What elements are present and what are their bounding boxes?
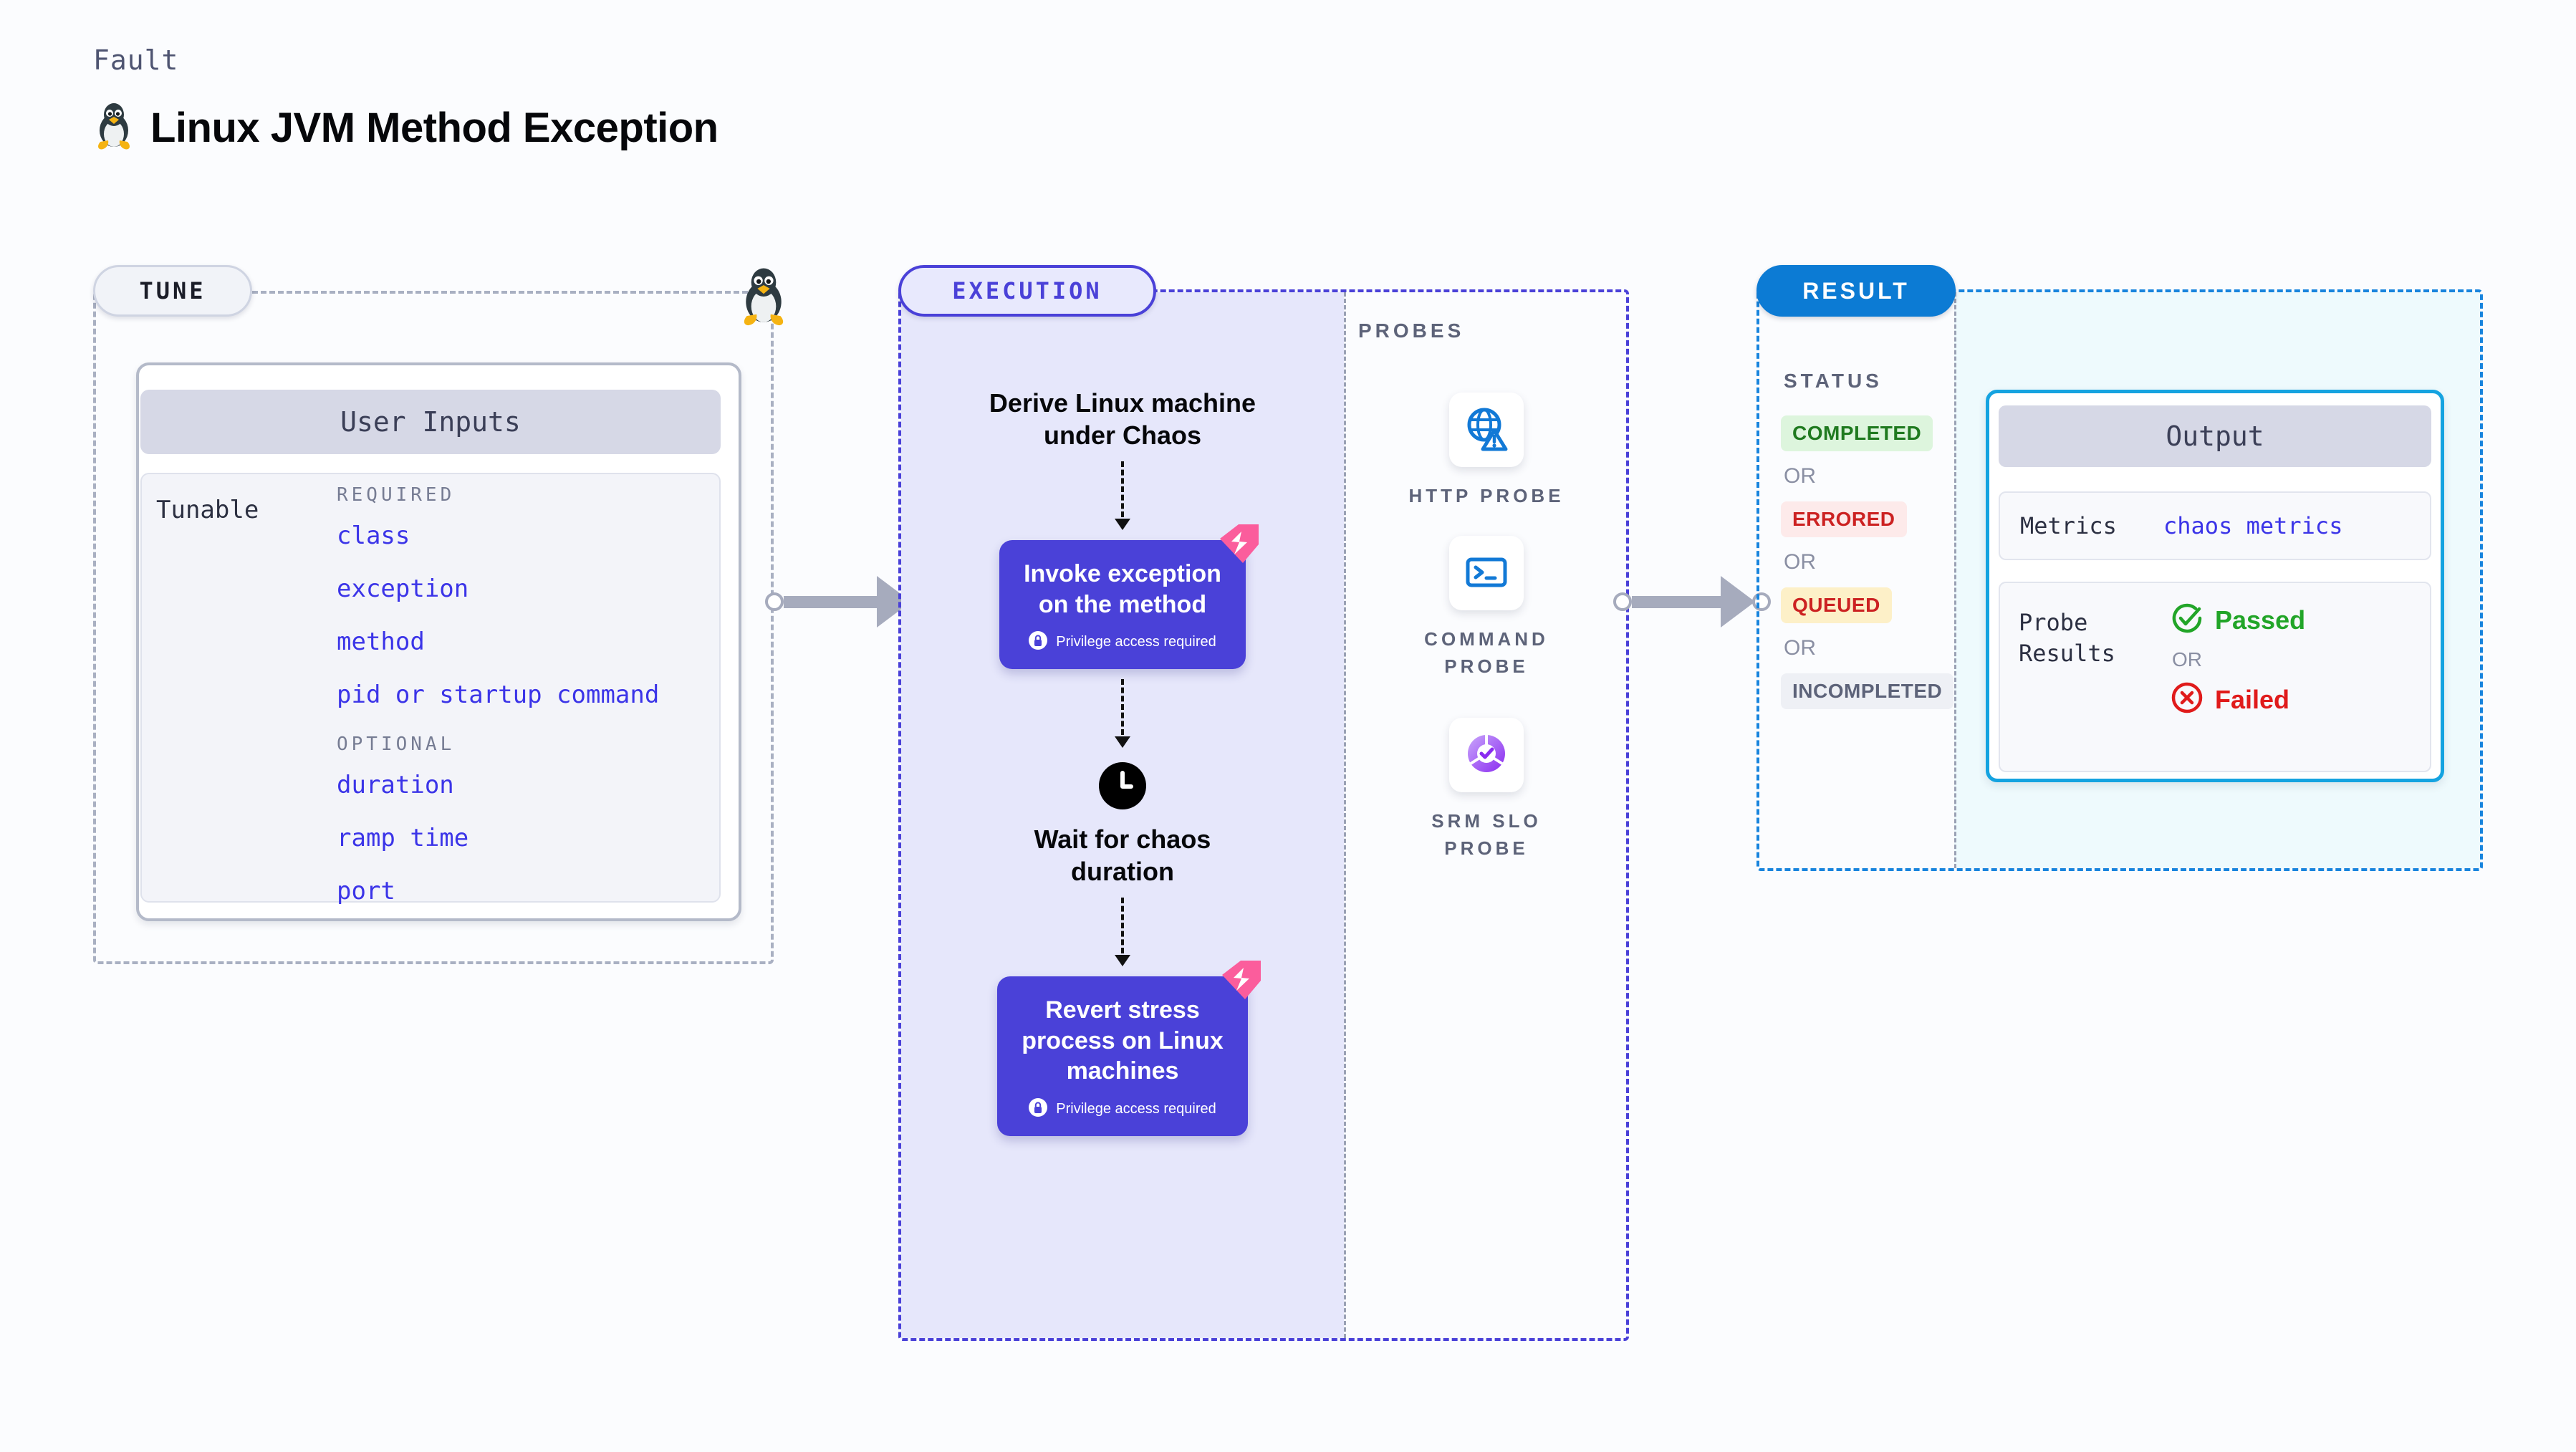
- connector-bar: [784, 595, 877, 608]
- status-label: STATUS: [1784, 370, 1883, 392]
- probe-tile: [1449, 718, 1524, 792]
- connector-bar: [1632, 595, 1721, 608]
- probe-http[interactable]: HTTP PROBE: [1393, 393, 1580, 510]
- page-title: Linux JVM Method Exception: [150, 105, 719, 151]
- probes-label: PROBES: [1358, 319, 1465, 342]
- group-heading-optional: OPTIONAL: [337, 734, 456, 755]
- fault-kicker: Fault: [93, 44, 179, 76]
- execution-flow: Derive Linux machine under Chaos Invoke …: [901, 387, 1344, 1136]
- tunable-item[interactable]: exception: [337, 574, 469, 603]
- flow-step-derive: Derive Linux machine under Chaos: [989, 388, 1256, 450]
- connector-execution-to-result: [1613, 576, 1771, 628]
- or-separator: OR: [1784, 550, 1816, 574]
- flow-arrow: [1115, 461, 1130, 530]
- probe-label: COMMAND PROBE: [1424, 628, 1549, 677]
- tunable-item[interactable]: duration: [337, 771, 454, 799]
- tunable-list: REQUIRED class exception method pid or s…: [337, 484, 709, 930]
- connector-dot: [765, 592, 784, 611]
- execution-node-label: Invoke exception on the method: [1024, 560, 1221, 618]
- probes-divider: [1344, 292, 1346, 1338]
- or-separator: OR: [2172, 648, 2202, 670]
- privilege-text: Privilege access required: [1056, 1100, 1216, 1117]
- execution-panel: [898, 289, 1629, 1341]
- fault-ribbon-icon: [1217, 523, 1261, 564]
- terminal-icon: [1463, 548, 1510, 599]
- tunable-box: [140, 473, 721, 903]
- status-badge-completed: COMPLETED: [1781, 415, 1933, 451]
- tunable-item[interactable]: pid or startup command: [337, 681, 660, 709]
- check-circle-icon: [2171, 602, 2203, 638]
- result-badge[interactable]: RESULT: [1756, 265, 1956, 317]
- fault-ribbon-icon: [1219, 959, 1264, 1001]
- fault-title-row: Linux JVM Method Exception: [93, 102, 719, 154]
- x-circle-icon: [2171, 681, 2203, 718]
- globe-warning-icon: [1463, 405, 1510, 456]
- output-header: Output: [1999, 405, 2431, 467]
- or-separator: OR: [1784, 464, 1816, 488]
- tunable-item[interactable]: method: [337, 628, 425, 656]
- execution-node-invoke[interactable]: Invoke exception on the method Privilege…: [999, 524, 1259, 669]
- privilege-row: Privilege access required: [1024, 631, 1221, 653]
- probe-command[interactable]: COMMAND PROBE: [1393, 536, 1580, 680]
- privilege-row: Privilege access required: [1022, 1097, 1224, 1120]
- or-separator: OR: [1784, 636, 1816, 660]
- status-divider: [1954, 292, 1956, 868]
- tune-linux-tux-icon: [738, 266, 789, 330]
- tune-badge[interactable]: TUNE: [93, 265, 252, 317]
- status-list: COMPLETED OR ERRORED OR QUEUED OR INCOMP…: [1781, 415, 1954, 709]
- tunable-label: Tunable: [156, 496, 259, 524]
- execution-node-revert[interactable]: Revert stress process on Linux machines …: [997, 961, 1261, 1136]
- slo-donut-check-icon: [1463, 730, 1510, 781]
- probe-results-label: Probe Results: [2019, 609, 2115, 668]
- page-header: Fault Linux JVM Method Exception: [93, 44, 719, 154]
- result-panel: [1756, 289, 2483, 871]
- user-inputs-header: User Inputs: [140, 390, 721, 454]
- metrics-label: Metrics: [2020, 512, 2117, 539]
- metrics-row: Metrics chaos metrics: [1999, 491, 2431, 560]
- flow-arrow: [1115, 679, 1130, 748]
- probe-result-failed: Failed: [2171, 681, 2305, 718]
- execution-node-label: Revert stress process on Linux machines: [1022, 996, 1224, 1085]
- connector-dot: [1752, 592, 1771, 611]
- flow-arrow: [1115, 898, 1130, 966]
- tunable-item[interactable]: ramp time: [337, 824, 469, 852]
- probe-label: HTTP PROBE: [1408, 485, 1565, 506]
- connector-dot: [1613, 592, 1632, 611]
- lock-icon: [1029, 1097, 1048, 1120]
- probe-srm-slo[interactable]: SRM SLO PROBE: [1393, 718, 1580, 862]
- probe-label: SRM SLO PROBE: [1431, 810, 1542, 859]
- passed-label: Passed: [2215, 605, 2306, 635]
- privilege-text: Privilege access required: [1056, 634, 1216, 650]
- probe-tile: [1449, 536, 1524, 610]
- status-badge-errored: ERRORED: [1781, 501, 1907, 537]
- linux-tux-icon: [93, 102, 135, 154]
- tunable-item[interactable]: port: [337, 877, 395, 905]
- probe-results-row: [1999, 582, 2431, 772]
- status-badge-incompleted: INCOMPLETED: [1781, 673, 1954, 709]
- lock-icon: [1029, 631, 1048, 653]
- connector-arrowhead: [1721, 576, 1755, 628]
- clock-icon: [1099, 762, 1146, 813]
- flow-step-wait: Wait for chaos duration: [1034, 824, 1211, 886]
- tune-panel: [93, 291, 774, 964]
- metrics-value[interactable]: chaos metrics: [2163, 512, 2343, 539]
- execution-badge[interactable]: EXECUTION: [898, 265, 1156, 317]
- probe-result-passed: Passed: [2171, 602, 2305, 638]
- probe-tile: [1449, 393, 1524, 467]
- group-heading-required: REQUIRED: [337, 484, 456, 506]
- status-badge-queued: QUEUED: [1781, 587, 1892, 623]
- failed-label: Failed: [2215, 684, 2290, 714]
- probe-results-values: Passed OR Failed: [2171, 602, 2305, 718]
- tunable-item[interactable]: class: [337, 521, 410, 550]
